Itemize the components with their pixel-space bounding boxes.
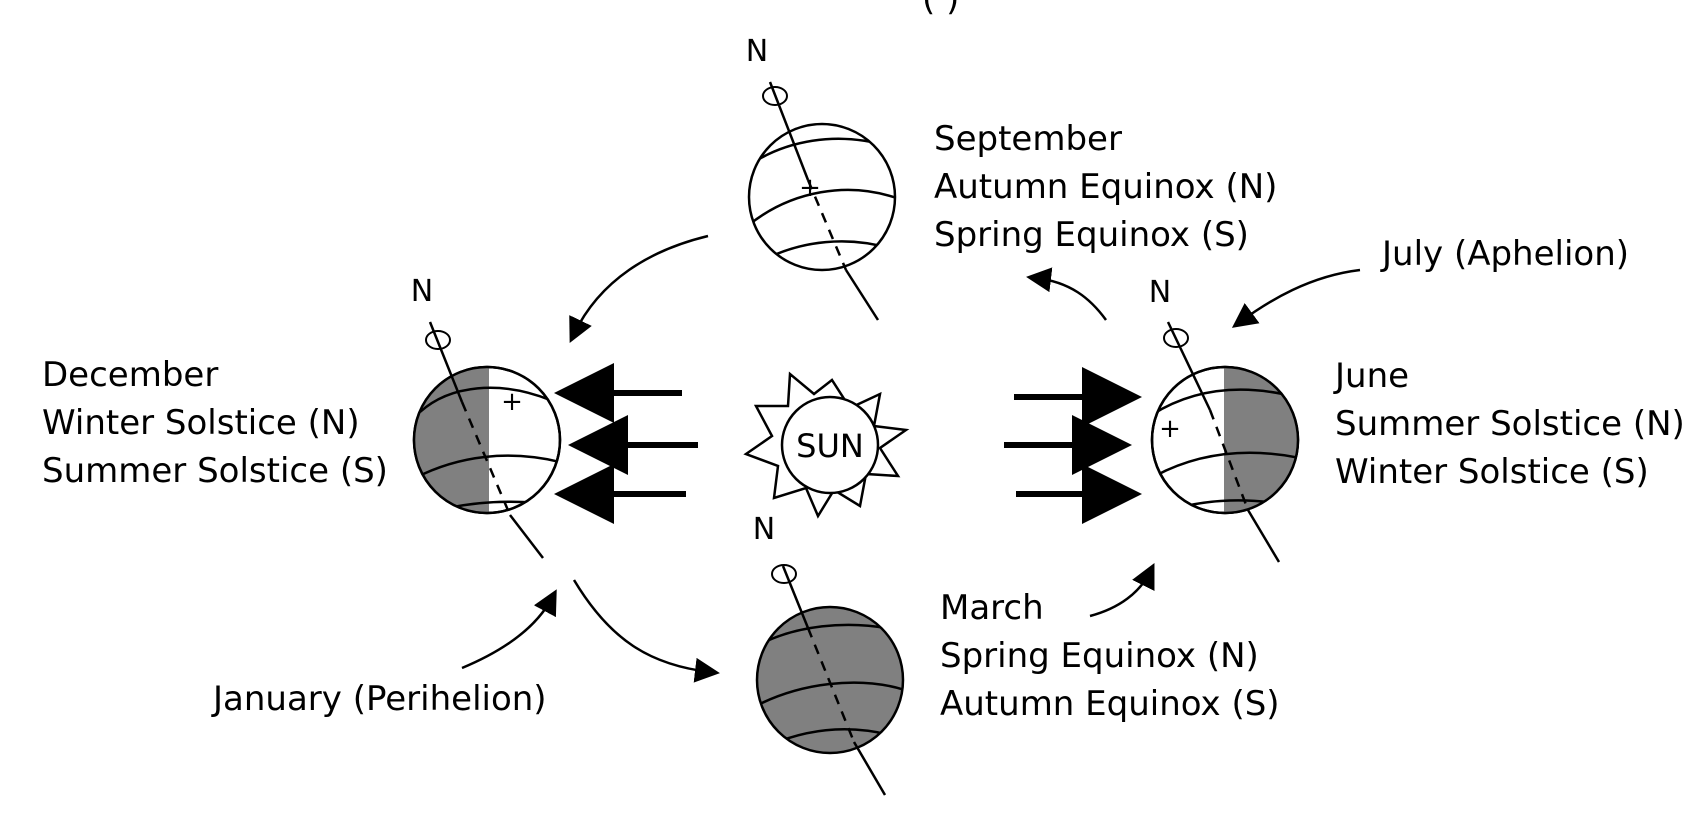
svg-text:Winter Solstice (N): Winter Solstice (N) [42,403,360,443]
globe-june: + N [1149,275,1300,563]
sunlight-arrows-right [1004,367,1142,524]
svg-text:+: + [799,173,821,203]
orbit-arrow-sep-to-dec [569,234,709,344]
north-label-june: N [1149,275,1171,310]
label-december: December Winter Solstice (N) Summer Sols… [42,355,388,491]
svg-text:December: December [42,355,218,395]
globe-march: N [753,512,905,796]
svg-text:September: September [934,119,1122,159]
title-fragment: ( ) [922,0,959,19]
pointer-january [461,589,557,670]
svg-text:Summer Solstice (N): Summer Solstice (N) [1335,404,1685,444]
sun: SUN [743,371,910,519]
orbit-arrow-dec-to-mar [572,579,720,683]
orbit-arrow-jun-to-sep [1026,267,1108,321]
pointer-july [1231,268,1361,328]
sun-disc [780,395,880,495]
svg-text:March: March [940,588,1044,628]
svg-text:June: June [1333,356,1409,396]
label-january-perihelion: January (Perihelion) [211,679,547,719]
globe-december: + N [411,274,562,559]
svg-text:Summer Solstice (S): Summer Solstice (S) [42,451,388,491]
label-june: June Summer Solstice (N) Winter Solstice… [1333,356,1685,492]
globe-september: + N [746,34,897,321]
sunlight-arrows-left [554,363,698,524]
north-label-december: N [411,274,433,309]
svg-text:Winter Solstice (S): Winter Solstice (S) [1335,452,1649,492]
svg-text:Spring Equinox (N): Spring Equinox (N) [940,636,1259,676]
label-september: September Autumn Equinox (N) Spring Equi… [934,119,1277,255]
sun-label: SUN [796,427,864,465]
svg-text:Spring Equinox (S): Spring Equinox (S) [934,215,1249,255]
label-july-aphelion: July (Aphelion) [1380,234,1629,274]
svg-text:+: + [1159,414,1181,444]
label-march: March Spring Equinox (N) Autumn Equinox … [940,588,1280,724]
north-label-september: N [746,34,768,69]
svg-text:Autumn Equinox (S): Autumn Equinox (S) [940,684,1280,724]
svg-text:+: + [501,387,523,417]
orbit-arrow-mar-to-jun [1089,563,1155,618]
north-label-march: N [753,512,775,547]
svg-text:Autumn Equinox (N): Autumn Equinox (N) [934,167,1277,207]
